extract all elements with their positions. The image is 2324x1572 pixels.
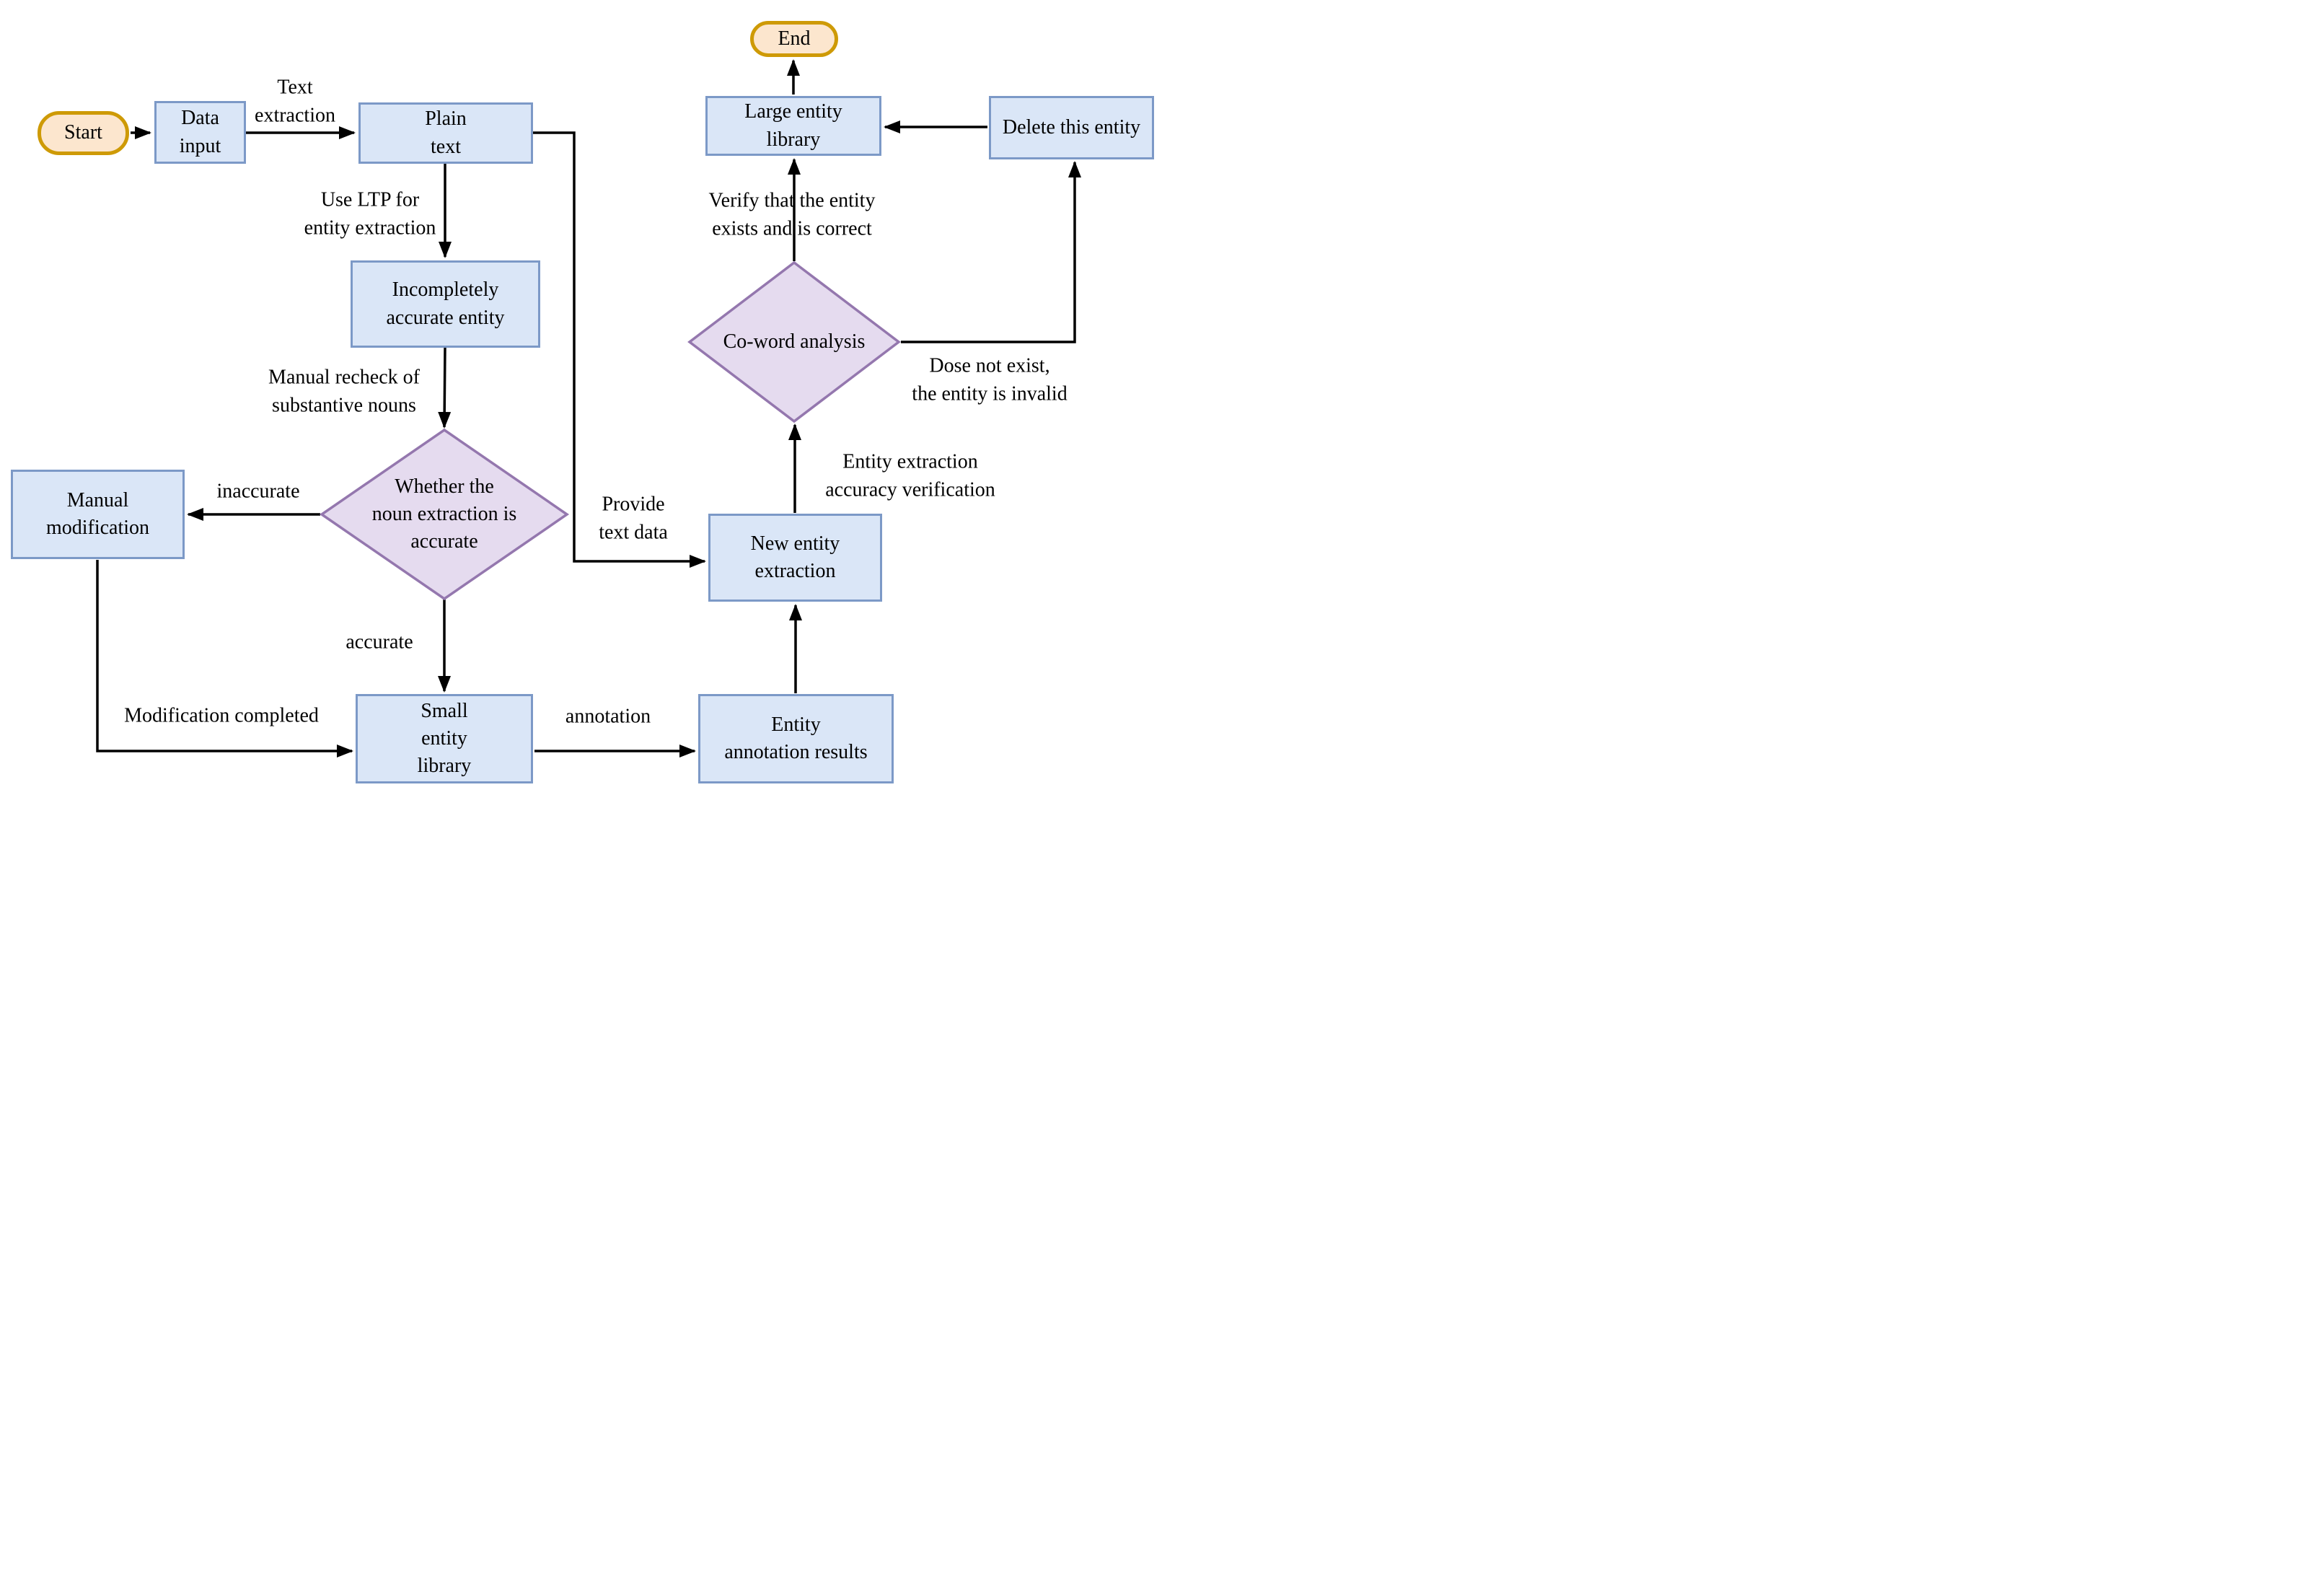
arrow-coword-to-delete-entity <box>901 161 1081 343</box>
edge-label-text-extraction: Text extraction <box>255 76 335 126</box>
edge-label-accuracy-verification: Entity extraction accuracy verification <box>825 450 995 501</box>
edge-label-annotation: annotation <box>565 705 651 728</box>
arrow-manual-modification-to-small-library <box>96 560 353 758</box>
coword-decision-label: Co-word analysis <box>723 330 866 353</box>
flow-arrows-layer <box>96 59 1081 758</box>
noun-decision-diamond <box>319 428 570 601</box>
end-node: End <box>750 21 838 57</box>
edge-label-inaccurate: inaccurate <box>216 480 300 503</box>
edge-label-verify-entity: Verify that the entity exists and is cor… <box>708 189 876 240</box>
edge-label-modification-completed: Modification completed <box>124 704 319 727</box>
arrow-incomplete-entity-to-noun-decision <box>438 347 452 429</box>
coword-decision-diamond <box>687 260 901 423</box>
incomplete-entity-node: Incompletely accurate entity <box>351 260 540 348</box>
edge-label-accurate: accurate <box>345 631 413 654</box>
data-input-node: Data input <box>154 101 246 164</box>
edge-label-manual-recheck: Manual recheck of substantive nouns <box>268 366 420 416</box>
small-entity-library-node: Small entity library <box>356 694 533 783</box>
delete-entity-node: Delete this entity <box>989 96 1154 159</box>
edge-label-use-ltp: Use LTP for entity extraction <box>304 188 436 239</box>
large-entity-library-node: Large entity library <box>705 96 881 156</box>
entity-annotation-results-node: Entity annotation results <box>698 694 894 783</box>
plain-text-node: Plain text <box>358 102 533 164</box>
manual-modification-node: Manual modification <box>11 470 185 559</box>
edge-label-dose-not-exist: Dose not exist, the entity is invalid <box>912 354 1068 405</box>
edge-label-provide-text-data: Provide text data <box>599 493 668 543</box>
noun-decision-label: Whether the noun extraction is accurate <box>371 475 517 553</box>
arrow-plain-text-to-new-extraction <box>533 131 706 568</box>
new-entity-extraction-node: New entity extraction <box>708 514 882 602</box>
start-node: Start <box>38 111 129 155</box>
flowchart-canvas: Start End Data input Plain text Incomple… <box>0 0 1162 786</box>
